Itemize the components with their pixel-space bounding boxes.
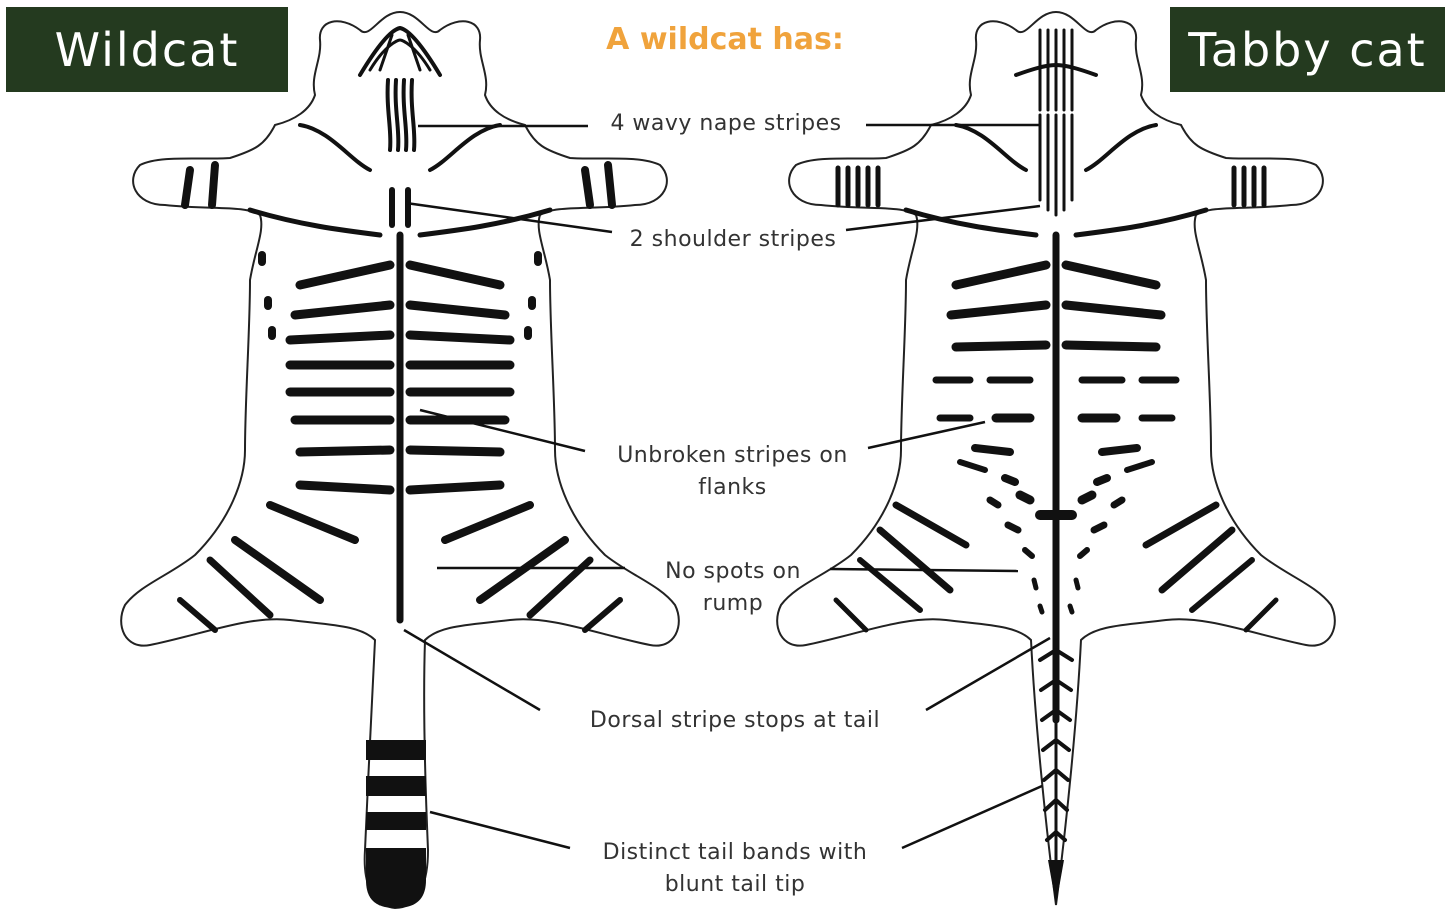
label-line: flanks [590, 472, 875, 504]
label-line: 2 shoulder stripes [605, 224, 861, 256]
wildcat-title: Wildcat [6, 7, 288, 92]
label-shoulder-stripes: 2 shoulder stripes [605, 224, 861, 256]
label-line: blunt tail tip [575, 869, 895, 901]
label-nape-stripes: 4 wavy nape stripes [590, 108, 862, 140]
label-line: Distinct tail bands with [575, 837, 895, 869]
label-line: No spots on [628, 556, 838, 588]
tabby-cat-title: Tabby cat [1170, 7, 1445, 92]
label-line: rump [628, 588, 838, 620]
diagram-heading: A wildcat has: [540, 22, 910, 57]
label-line: 4 wavy nape stripes [590, 108, 862, 140]
label-line: Unbroken stripes on [590, 440, 875, 472]
label-tail-bands: Distinct tail bands with blunt tail tip [575, 837, 895, 901]
label-no-spots: No spots on rump [628, 556, 838, 620]
label-unbroken-stripes: Unbroken stripes on flanks [590, 440, 875, 504]
label-dorsal-stripe: Dorsal stripe stops at tail [560, 705, 910, 737]
label-line: Dorsal stripe stops at tail [560, 705, 910, 737]
